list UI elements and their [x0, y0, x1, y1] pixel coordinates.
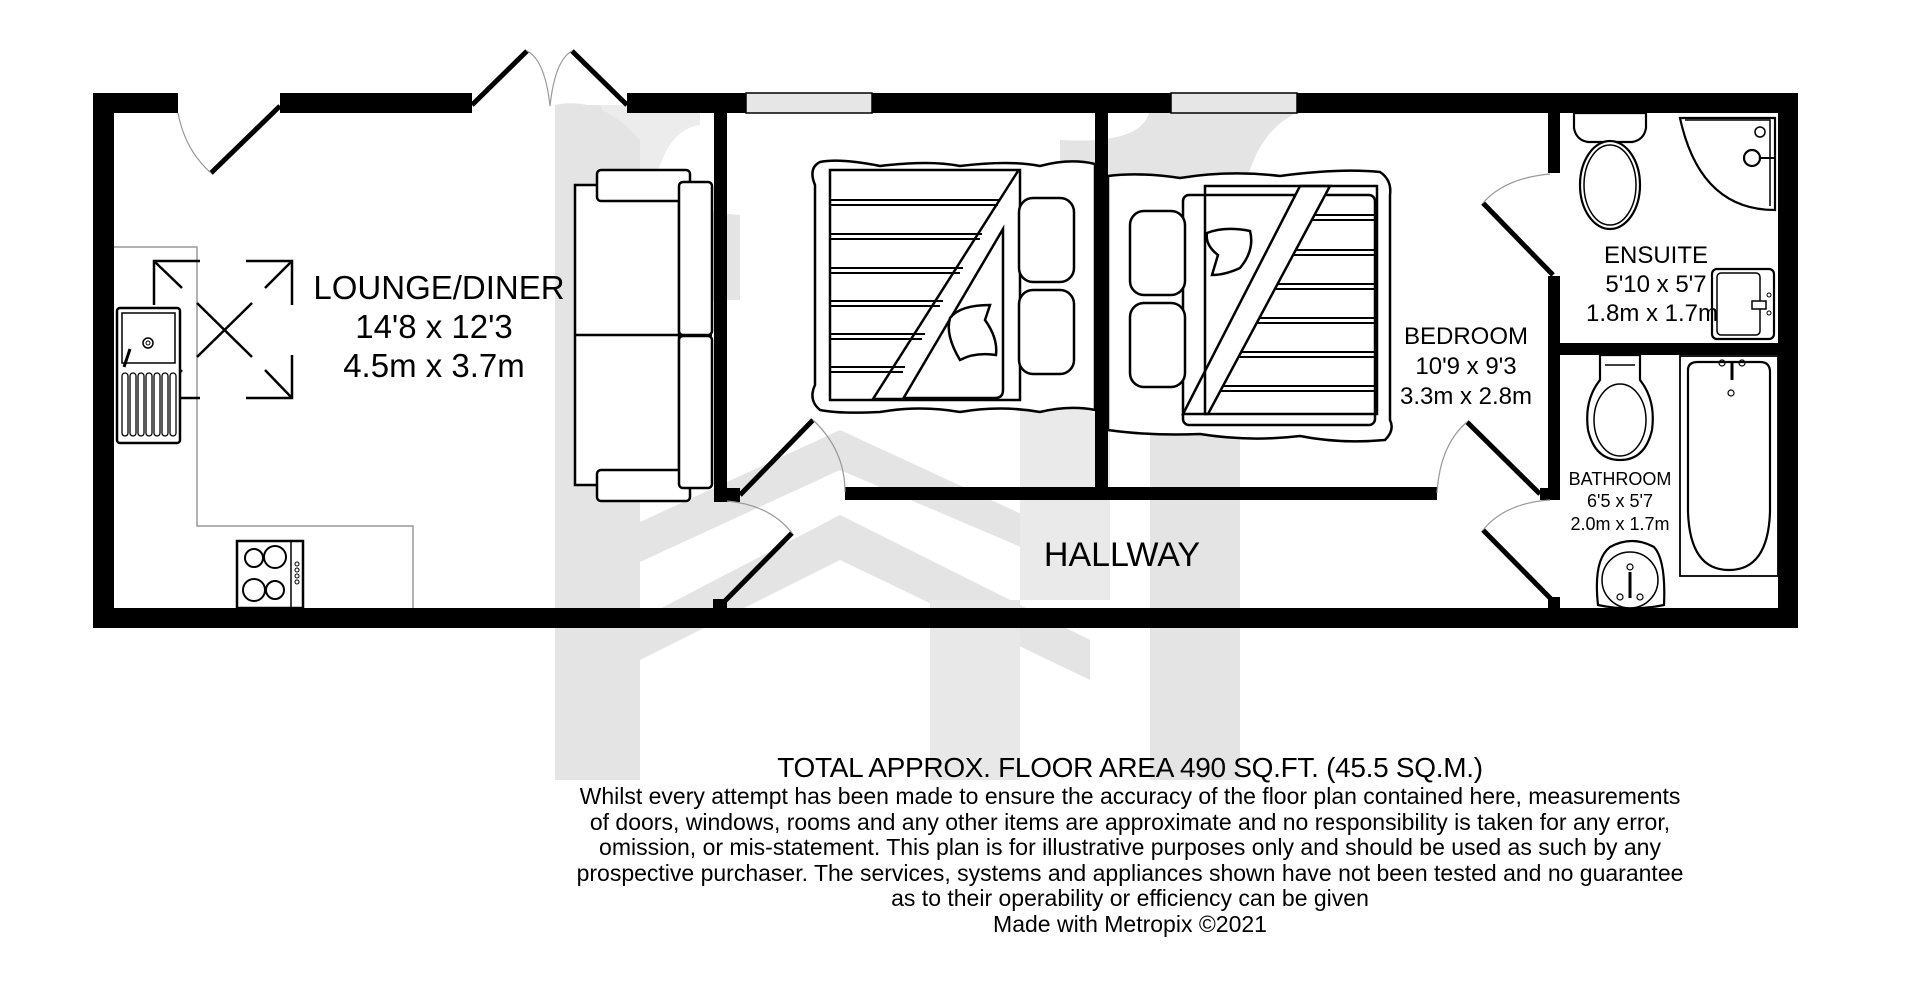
- lounge-name-label: LOUNGE/DINER: [313, 269, 564, 306]
- room-labels: LOUNGE/DINER 14'8 x 12'3 4.5m x 3.7m BED…: [313, 242, 1718, 574]
- ensuite-metric-label: 1.8m x 1.7m: [1586, 300, 1718, 327]
- disclaimer-line: prospective purchaser. The services, sys…: [576, 859, 1684, 886]
- kitchen-fixtures: [114, 246, 414, 610]
- credit-label: Made with Metropix ©2021: [993, 910, 1267, 937]
- bed-bedroom-1: [811, 159, 1097, 414]
- window-bedroom-1: [745, 92, 873, 114]
- ensuite-imperial-label: 5'10 x 5'7: [1605, 271, 1706, 298]
- bedroom-name-label: BEDROOM: [1404, 323, 1528, 350]
- bathroom-metric-label: 2.0m x 1.7m: [1570, 514, 1669, 534]
- sofa-icon: [573, 168, 714, 503]
- lounge-imperial-label: 14'8 x 12'3: [355, 308, 513, 345]
- floor-plan-footer: TOTAL APPROX. FLOOR AREA 490 SQ.FT. (45.…: [480, 752, 1780, 937]
- total-area-label: TOTAL APPROX. FLOOR AREA 490 SQ.FT. (45.…: [777, 752, 1483, 783]
- bedroom-metric-label: 3.3m x 2.8m: [1400, 383, 1532, 410]
- disclaimer-line: of doors, windows, rooms and any other i…: [589, 808, 1671, 835]
- ensuite-name-label: ENSUITE: [1604, 242, 1708, 269]
- bed-bedroom-2: [1106, 169, 1393, 443]
- bathroom-imperial-label: 6'5 x 5'7: [1587, 491, 1653, 511]
- basin-icon: [1710, 267, 1776, 341]
- bath-icon: [1679, 355, 1779, 577]
- window-bedroom-2: [1170, 92, 1298, 114]
- hob-icon: [235, 539, 305, 610]
- bathroom-name-label: BATHROOM: [1569, 469, 1672, 489]
- bathroom-fixtures: [1586, 353, 1779, 610]
- disclaimer-line: omission, or mis-statement. This plan is…: [599, 834, 1661, 860]
- toilet-icon: [1586, 353, 1654, 462]
- counter-outline: [114, 246, 414, 608]
- door-lounge-entry: [209, 104, 282, 175]
- corner-shower-icon: [1678, 116, 1777, 212]
- hallway-label: HALLWAY: [1044, 536, 1200, 574]
- disclaimer-line: Whilst every attempt has been made to en…: [579, 783, 1681, 809]
- lounge-metric-label: 4.5m x 3.7m: [343, 347, 525, 384]
- toilet-icon: [1572, 111, 1648, 231]
- bedroom-imperial-label: 10'9 x 9'3: [1415, 353, 1516, 380]
- disclaimer: Whilst every attempt has been made to en…: [480, 783, 1780, 937]
- ensuite-fixtures: [1572, 111, 1777, 341]
- doors: [177, 49, 1555, 608]
- basin-icon: [1595, 539, 1666, 610]
- disclaimer-line: as to their operability or efficiency ca…: [891, 885, 1369, 911]
- walls: [93, 93, 1798, 628]
- kitchen-sink-icon: [115, 306, 182, 445]
